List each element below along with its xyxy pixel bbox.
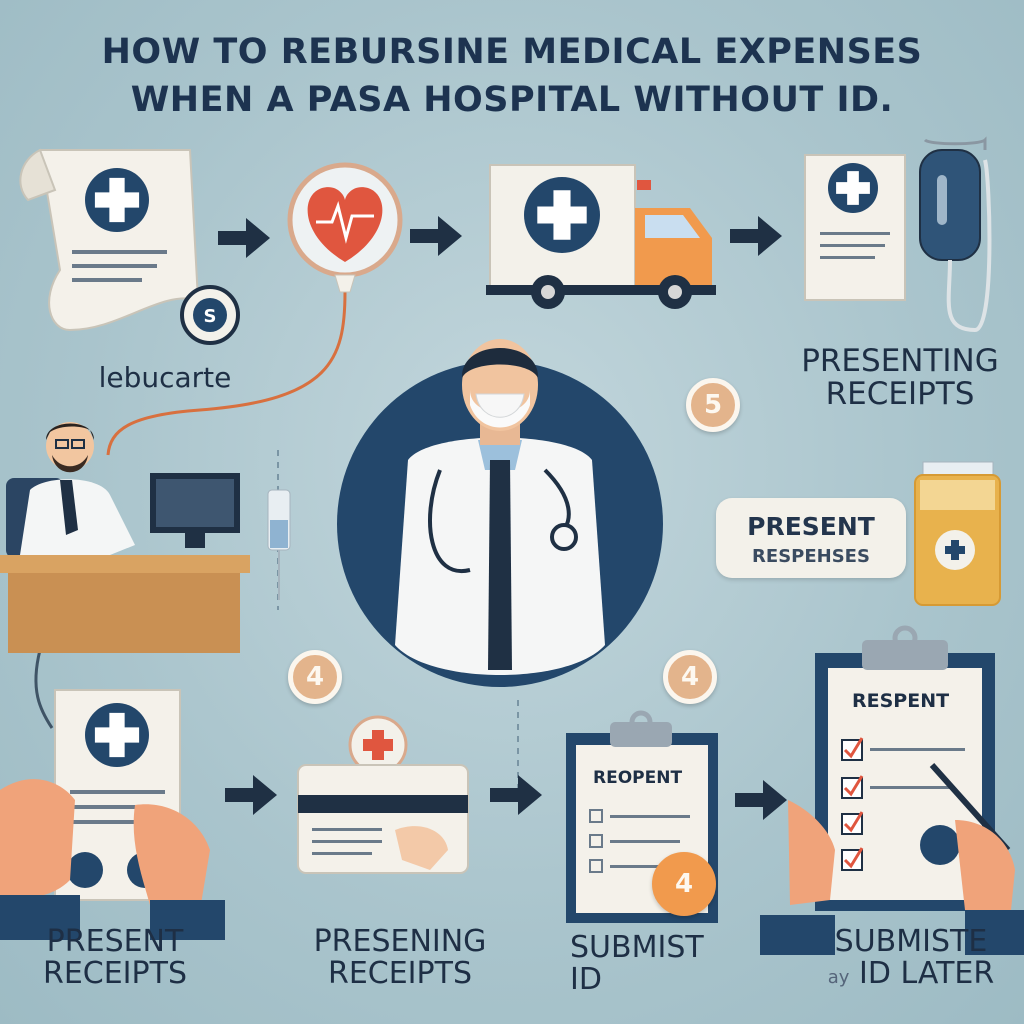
step-badge-4-mid: 4 [663, 650, 717, 704]
arrow-right-icon [490, 775, 542, 815]
coin-icon: S [180, 285, 240, 345]
arrow-right-icon [218, 218, 270, 258]
svg-text:S: S [204, 306, 217, 327]
iv-tube-line [106, 291, 347, 456]
medicine-jar-icon [914, 461, 1001, 606]
step-badge-4-clipboard: 4 [652, 852, 716, 916]
label-bottom-2: PRESENING RECEIPTS [313, 924, 487, 991]
pill-line-2: RESPEHSES [752, 546, 870, 567]
label-bottom-1: PRESENT RECEIPTS [42, 924, 187, 991]
present-responses-pill: PRESENT RESPEHSES [716, 498, 906, 578]
label-top-right: PRESENTING RECEIPTS [801, 343, 999, 412]
label-bottom-4-prefix: ay [827, 966, 850, 988]
step-badge-4-left: 4 [288, 650, 342, 704]
iv-bag-icon [919, 136, 992, 333]
title-line-1: HOW TO REBURSINE MEDICAL EXPENSES [101, 32, 923, 72]
arrow-right-icon [225, 775, 277, 815]
delivery-truck-icon [486, 164, 716, 309]
arrow-right-icon [410, 216, 462, 256]
clipboard-left-title: REOPENT [593, 768, 683, 788]
clipboard-right-icon [760, 625, 1024, 955]
title-line-2: WHEN A PASA HOSPITAL WITHOUT ID. [130, 80, 894, 120]
pill-line-1: PRESENT [747, 512, 875, 541]
id-card-icon [297, 715, 469, 874]
central-doctor-illustration [337, 339, 663, 687]
page-title: HOW TO REBURSINE MEDICAL EXPENSES WHEN A… [0, 28, 1024, 124]
step-badge-5: 5 [686, 378, 740, 432]
label-bottom-3: SUBMIST ID [570, 930, 704, 997]
doctor-at-desk-illustration [0, 422, 250, 653]
scroll-document-icon [19, 148, 200, 332]
iv-drip-icon [267, 489, 291, 600]
label-bottom-4: SUBMISTE ay ID LATER [827, 924, 995, 991]
document-in-hands-illustration [0, 689, 225, 940]
arrow-right-icon [730, 216, 782, 256]
arrow-right-icon [735, 780, 787, 820]
label-top-left: lebucarte [98, 361, 232, 394]
cable-line [34, 649, 54, 729]
heart-icon [287, 162, 403, 293]
clipboard-right-title: RESPENT [852, 690, 950, 712]
medical-document-icon [804, 154, 906, 301]
